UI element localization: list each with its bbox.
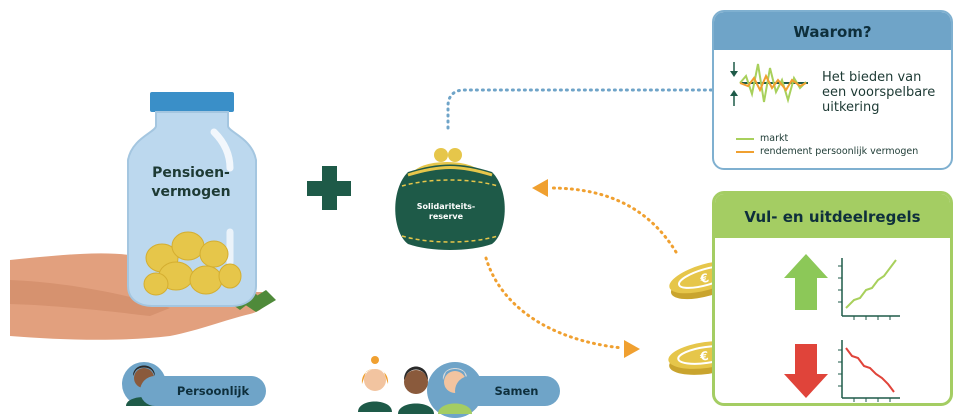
svg-text:€: € <box>698 271 711 287</box>
waarom-card: Waarom? <box>712 10 953 170</box>
jar-illustration <box>127 92 257 307</box>
legend-item-markt: markt <box>736 132 918 145</box>
purse-label: Solidariteits- reserve <box>398 202 494 222</box>
connector-line <box>446 88 714 130</box>
waarom-legend: markt rendement persoonlijk vermogen <box>736 132 918 158</box>
legend-item-rendement: rendement persoonlijk vermogen <box>736 145 918 158</box>
purse-illustration <box>395 148 505 250</box>
arrow-up-icon <box>784 254 828 310</box>
waarom-card-title: Waarom? <box>714 12 951 50</box>
legend-label-markt: markt <box>760 133 789 144</box>
waarom-text-line2: een voorspelbare <box>822 85 936 100</box>
vul-card-graphics <box>784 254 900 402</box>
flow-arrow-in <box>532 179 678 254</box>
flow-arrow-out <box>484 256 640 358</box>
arrow-down-icon <box>784 344 828 398</box>
vul-card: Vul- en uitdeelregels <box>712 191 953 406</box>
rising-chart-icon <box>838 258 900 320</box>
volatility-icon <box>730 62 808 106</box>
waarom-text-line1: Het bieden van <box>822 70 922 85</box>
waarom-text-line3: uitkering <box>822 100 880 115</box>
badge-samen: Samen <box>455 376 560 406</box>
svg-text:€: € <box>698 349 709 364</box>
jar-label: Pensioen- vermogen <box>136 164 246 202</box>
vul-card-title: Vul- en uitdeelregels <box>715 194 950 238</box>
purse-label-line1: Solidariteits- <box>416 202 476 211</box>
legend-swatch-markt <box>736 137 754 140</box>
plus-icon <box>307 166 351 210</box>
jar-label-line2: vermogen <box>151 184 231 200</box>
legend-swatch-rendement <box>736 150 754 153</box>
legend-label-rendement: rendement persoonlijk vermogen <box>760 146 919 157</box>
falling-chart-icon <box>838 340 900 402</box>
waarom-description: Het bieden van een voorspelbare uitkerin… <box>822 70 950 115</box>
badge-persoonlijk: Persoonlijk <box>140 376 266 406</box>
jar-label-line1: Pensioen- <box>152 165 230 181</box>
purse-label-line2: reserve <box>428 212 464 221</box>
